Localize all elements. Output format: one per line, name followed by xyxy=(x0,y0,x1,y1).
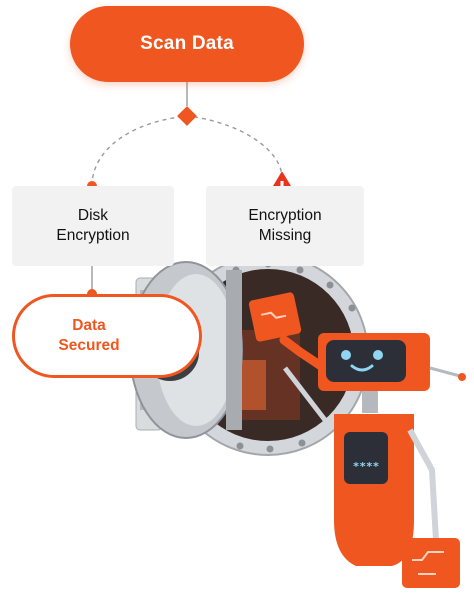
junction-diamond xyxy=(177,106,197,126)
robot-chest-label: **** xyxy=(352,460,380,473)
encryption-missing-label: Encryption Missing xyxy=(248,207,322,244)
disk-encryption-label: Disk Encryption xyxy=(56,207,130,244)
scan-data-node[interactable]: Scan Data xyxy=(70,6,304,82)
robot-illustration xyxy=(248,292,466,588)
scan-data-label: Scan Data xyxy=(140,33,234,54)
encryption-missing-node[interactable]: Encryption Missing xyxy=(206,186,364,266)
dashed-connector xyxy=(91,115,283,187)
data-secured-node[interactable]: Data Secured xyxy=(12,294,202,378)
data-secured-label: Data Secured xyxy=(58,317,120,354)
disk-encryption-node[interactable]: Disk Encryption xyxy=(12,186,174,266)
